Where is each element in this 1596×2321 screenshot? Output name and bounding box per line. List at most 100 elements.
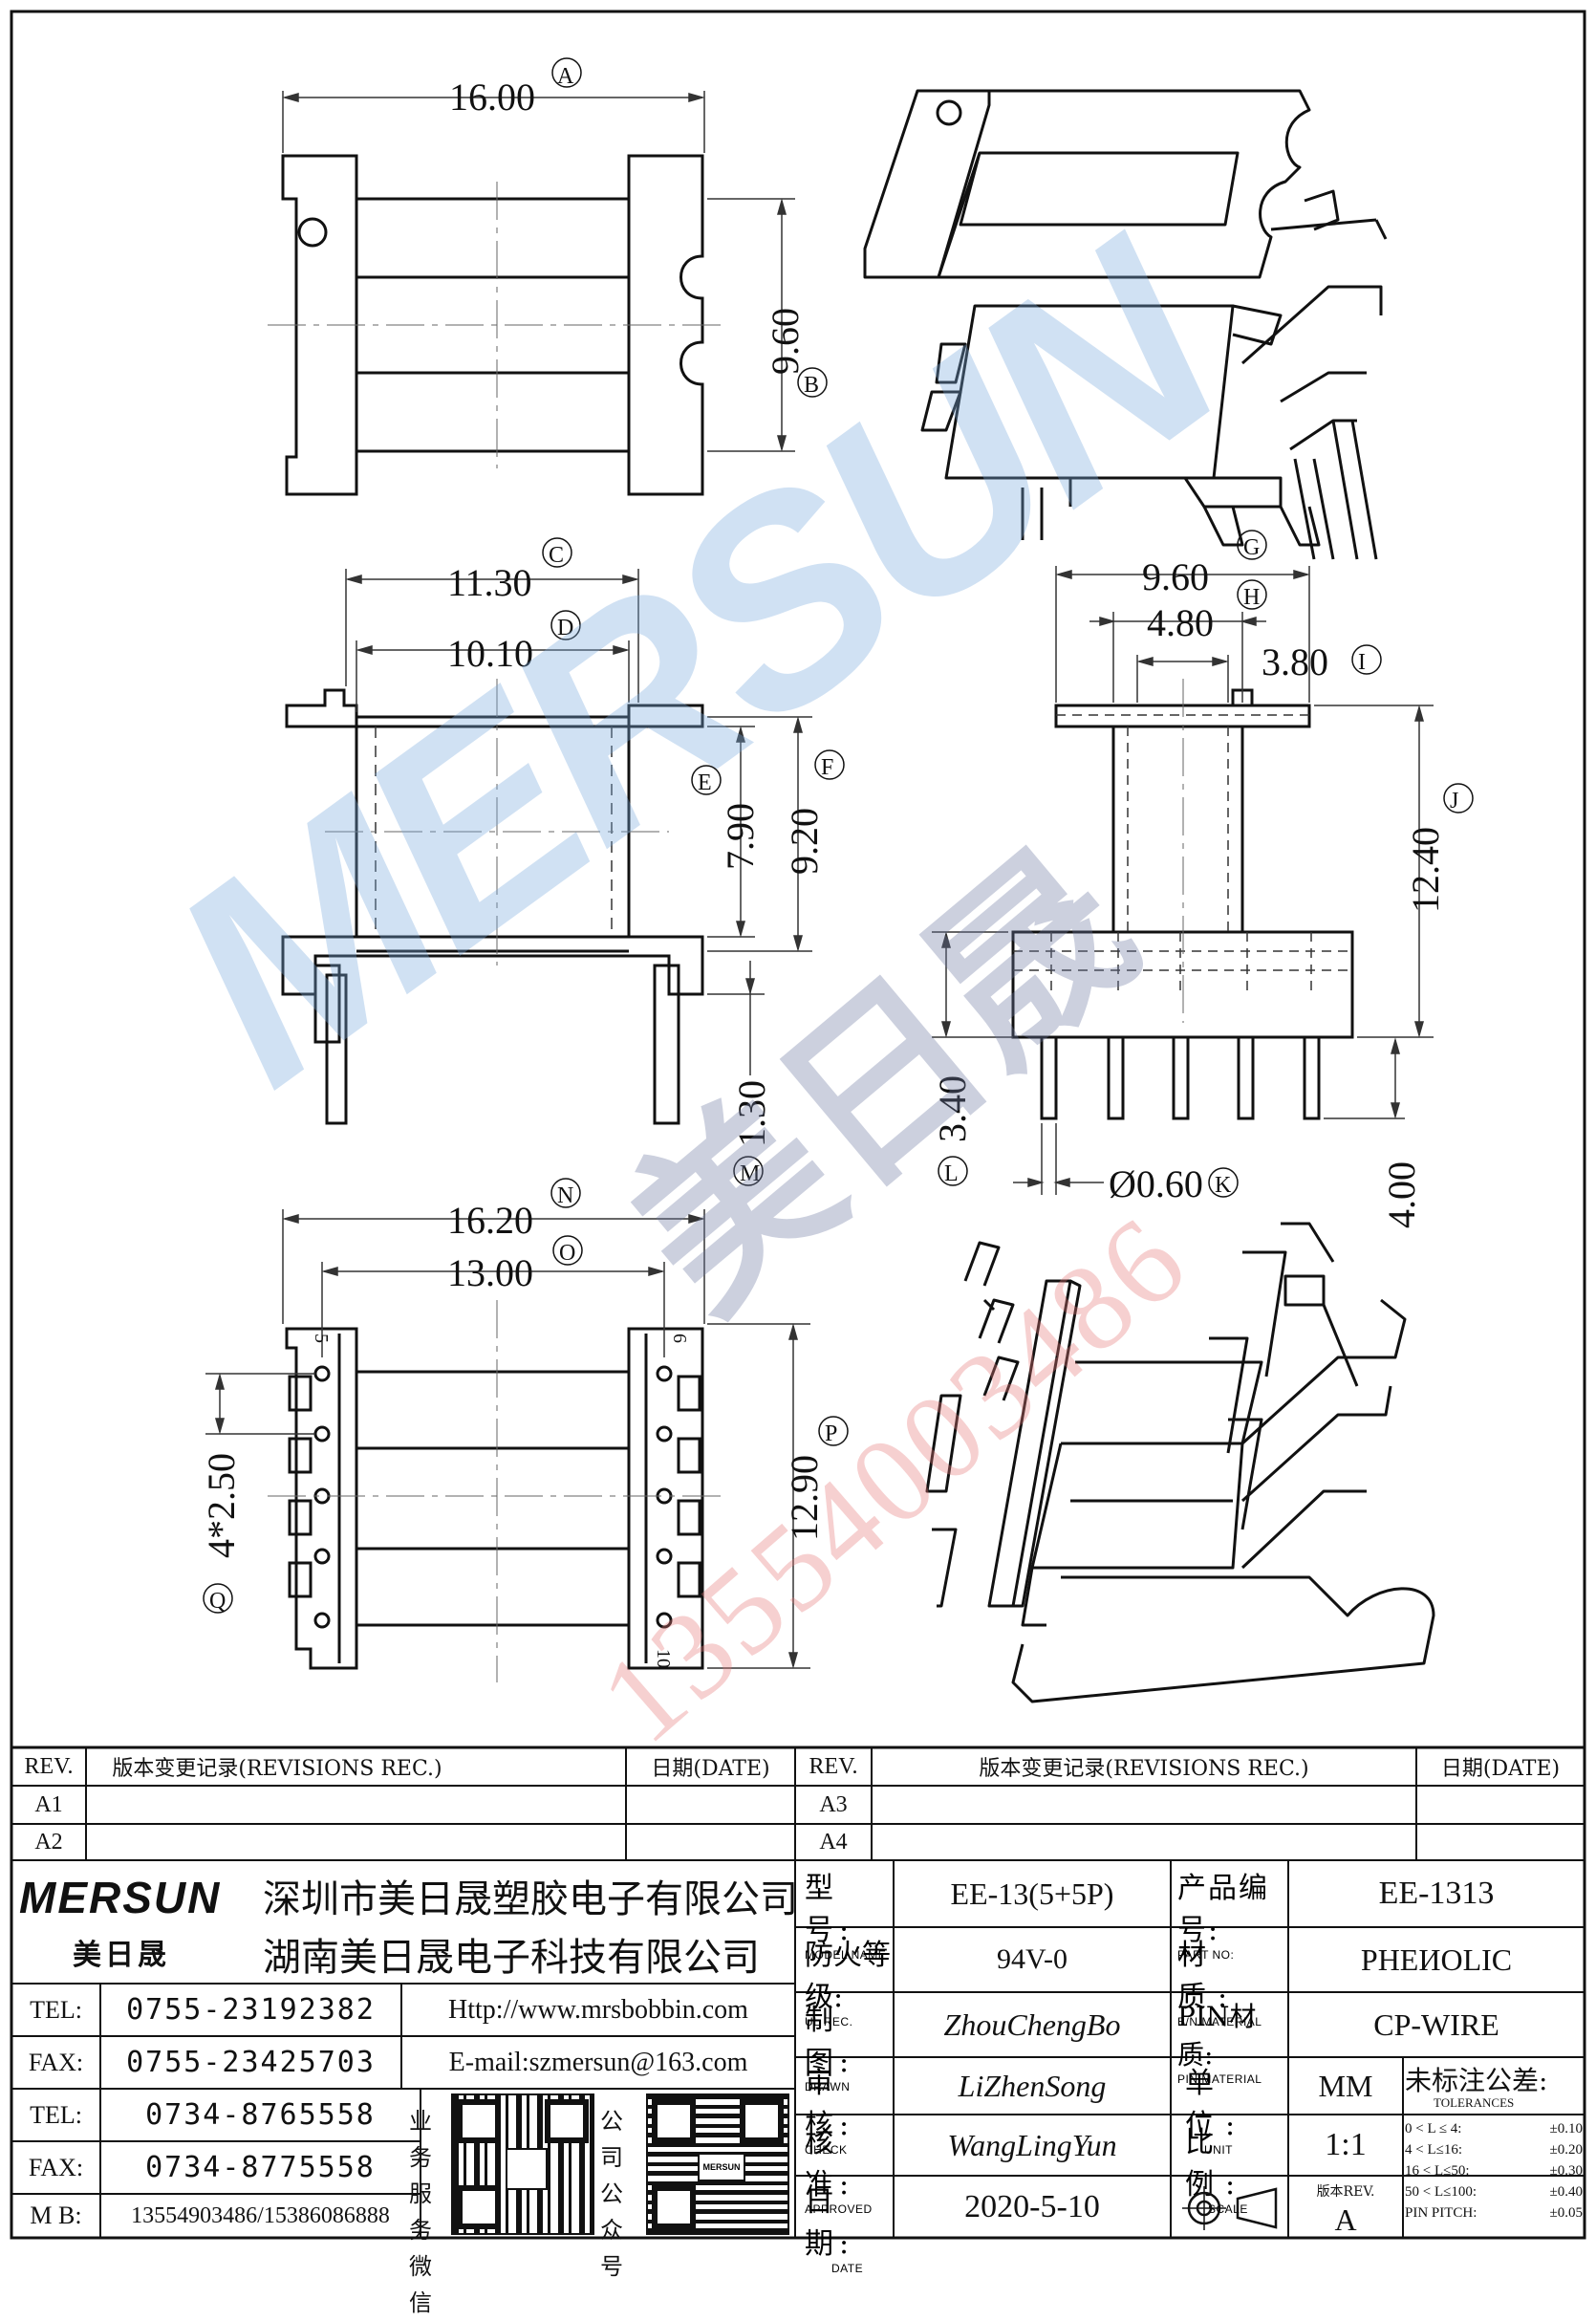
spec-approved-label: 核 准:APPROVED xyxy=(805,2126,873,2216)
sheet-border xyxy=(10,10,1586,2240)
spec-model-label: 型 号:MODEL NAME xyxy=(805,1872,887,1962)
tolerance-row: 4 < L≤16:±0.20 xyxy=(1405,2142,1583,2158)
spec-ul-value: 94V-0 xyxy=(997,1943,1068,1975)
qr-code-wechat[interactable] xyxy=(451,2093,594,2235)
dim-J-tag: J xyxy=(1450,789,1458,813)
qr-label-right-2: 公众 xyxy=(600,2180,623,2244)
rev-left-row-1: A1 xyxy=(34,1791,63,1817)
contact-value-5: 13554903486/15386086888 xyxy=(131,2202,390,2228)
contact-website[interactable]: Http://www.mrsbobbin.com xyxy=(448,1994,748,2025)
dim-P-tag: P xyxy=(825,1421,837,1446)
qr-label-right-3: 号 xyxy=(600,2253,623,2280)
spec-check-value: LiZhenSong xyxy=(958,2068,1107,2103)
engineering-drawing: 16.00 A 9.60 B xyxy=(10,10,1586,2240)
company-name-2: 湖南美日晟电子科技有限公司 xyxy=(263,1936,760,1980)
qr-label-left: 业务 服务 微信 xyxy=(409,2103,447,2321)
rev-right-header-rev: REV. xyxy=(809,1753,858,1779)
dim-B-text: 9.60 xyxy=(764,308,807,375)
spec-date-value: 2020-5-10 xyxy=(964,2188,1100,2224)
qr-label-right-1: 公司 xyxy=(600,2108,623,2171)
dim-pin-len-text: 4.00 xyxy=(1380,1161,1423,1228)
rev-right-header-date: 日期(DATE) xyxy=(1440,1757,1561,1781)
spec-material-label: 材 质:B/N MATERIAL xyxy=(1177,1939,1262,2028)
dim-C-text: 11.30 xyxy=(447,561,532,604)
spec-version-label: 版本REV. xyxy=(1316,2184,1375,2200)
contact-label-4: FAX: xyxy=(28,2153,84,2181)
dim-I-tag: I xyxy=(1358,650,1366,675)
company-logo: MERSUN xyxy=(19,1873,222,1922)
dim-I-text: 3.80 xyxy=(1262,640,1328,683)
bottom-view xyxy=(285,1327,704,1670)
spec-pinmat-value: CP-WIRE xyxy=(1373,2006,1499,2042)
dim-H-text: 4.80 xyxy=(1147,601,1214,644)
qr-code-official[interactable]: MERSUN xyxy=(646,2093,789,2235)
dim-M-text: 1.30 xyxy=(730,1080,773,1147)
spec-check-label: 审 核:CHECK xyxy=(805,2067,855,2157)
tolerance-title: 未标注公差: xyxy=(1405,2065,1548,2096)
spec-scale-value: 1:1 xyxy=(1325,2127,1367,2162)
rev-left-row-2: A2 xyxy=(34,1829,63,1855)
contact-value-1: 0755-23192382 xyxy=(126,1993,376,2027)
rev-right-row-1: A3 xyxy=(819,1791,848,1817)
spec-approved-value: WangLingYun xyxy=(947,2127,1117,2162)
pin-number-10: 10 xyxy=(653,1649,674,1668)
dim-G-tag: G xyxy=(1243,535,1260,560)
spec-unit-value: MM xyxy=(1318,2068,1373,2103)
dim-Q-tag: Q xyxy=(209,1589,226,1614)
dim-B-tag: B xyxy=(804,373,819,398)
dim-A-text: 16.00 xyxy=(449,76,535,119)
dim-K-text: Ø0.60 xyxy=(1109,1162,1203,1205)
spec-drawn-value: ZhouChengBo xyxy=(943,2006,1121,2042)
rev-right-header-rec: 版本变更记录(REVISIONS REC.) xyxy=(979,1757,1309,1781)
dim-G-text: 9.60 xyxy=(1142,555,1209,598)
pin-number-5: 5 xyxy=(311,1334,332,1343)
dim-P-text: 12.90 xyxy=(783,1455,826,1541)
drawing-sheet: 16.00 A 9.60 B xyxy=(10,10,1586,2316)
rev-left-header-rev: REV. xyxy=(24,1753,74,1779)
contact-label-5: M B: xyxy=(30,2202,82,2229)
tolerance-row: 16 < L≤50:±0.30 xyxy=(1405,2163,1583,2179)
contact-label-3: TEL: xyxy=(30,2100,82,2129)
dim-K-tag: K xyxy=(1215,1173,1232,1198)
dim-D-text: 10.10 xyxy=(447,632,533,675)
tolerance-row: 0 < L ≤ 4:±0.10 xyxy=(1405,2121,1583,2137)
dim-F-text: 9.20 xyxy=(783,808,826,875)
projection-symbol-icon xyxy=(1182,2186,1278,2230)
dim-F-tag: F xyxy=(821,755,833,780)
company-logo-cn: 美日晟 xyxy=(73,1939,170,1972)
contact-email[interactable]: E-mail:szmersun@163.com xyxy=(448,2047,748,2077)
dim-E-text: 7.90 xyxy=(719,803,762,870)
tolerance-row: 50 < L≤100:±0.40 xyxy=(1405,2184,1583,2200)
qr-label-left-1: 业务 xyxy=(409,2108,432,2171)
qr-label-right: 公司 公众 号 xyxy=(600,2103,638,2285)
contact-label-1: TEL: xyxy=(30,1995,82,2024)
spec-drawn-label: 制 图:DRAWN xyxy=(805,2004,855,2093)
pin-number-6: 6 xyxy=(669,1334,690,1343)
dim-M-tag: M xyxy=(740,1161,760,1186)
contact-value-2: 0755-23425703 xyxy=(126,2046,376,2079)
dim-A-tag: A xyxy=(557,64,574,89)
rev-right-row-2: A4 xyxy=(819,1829,848,1855)
dim-Q-text: 4*2.50 xyxy=(200,1453,243,1558)
spec-material-value: PHEИOLIC xyxy=(1360,1941,1513,1977)
tolerance-title-en: TOLERANCES xyxy=(1434,2095,1515,2110)
dim-O-tag: O xyxy=(559,1241,575,1266)
qr-label-left-2: 服务 xyxy=(409,2180,432,2244)
dim-E-tag: E xyxy=(698,770,712,795)
iso-view-top xyxy=(863,89,1388,560)
dim-J-text: 12.40 xyxy=(1404,827,1447,913)
rev-left-header-rec: 版本变更记录(REVISIONS REC.) xyxy=(112,1757,442,1781)
iso-view-bottom xyxy=(925,1222,1435,1703)
dim-D-tag: D xyxy=(557,616,573,640)
spec-ul-label: 防火等级:UL REC. xyxy=(805,1939,891,2028)
spec-version-value: A xyxy=(1334,2202,1357,2237)
spec-unit-label: 单 位:UNIT xyxy=(1185,2067,1247,2157)
tolerance-row: PIN PITCH:±0.05 xyxy=(1405,2205,1583,2221)
dim-L-tag: L xyxy=(944,1161,959,1186)
contact-label-2: FAX: xyxy=(28,2048,84,2076)
qr-label-left-3: 微信 xyxy=(409,2253,432,2316)
front-view xyxy=(281,688,704,1125)
company-name-1: 深圳市美日晟塑胶电子有限公司 xyxy=(263,1877,798,1921)
dim-C-tag: C xyxy=(549,543,564,568)
contact-value-4: 0734-8775558 xyxy=(145,2151,376,2184)
